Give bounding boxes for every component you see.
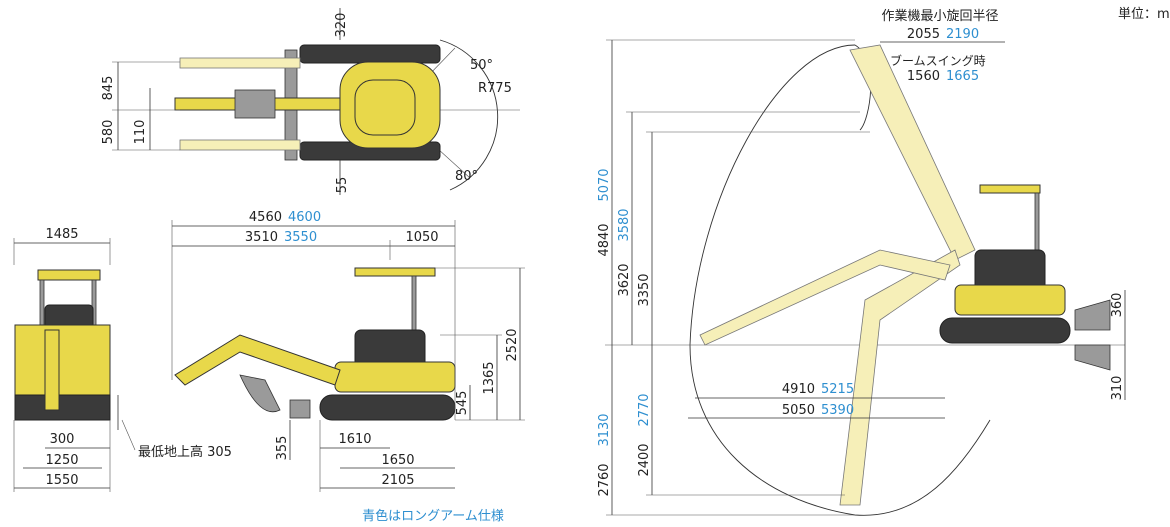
dim-55: 55 (335, 177, 350, 194)
min-swing-title: 作業機最小旋回半径 (881, 8, 998, 24)
side-track (319, 394, 456, 421)
dim-355: 355 (275, 436, 290, 461)
reach-max-std: 5050 (782, 403, 815, 418)
dim-4560: 4560 (249, 210, 282, 225)
dig-depth-std: 2760 (597, 463, 612, 496)
dim-3550: 3550 (284, 230, 317, 245)
reach-envelope (689, 44, 991, 516)
dump-height-long: 3580 (617, 208, 632, 241)
side-canopy (354, 267, 436, 277)
dig-vert-std: 2400 (637, 443, 652, 476)
blade-down: 310 (1110, 376, 1125, 401)
dim-1050: 1050 (405, 230, 438, 245)
range-blade (1074, 299, 1111, 331)
dim-1485: 1485 (45, 227, 78, 242)
front-view: 1485 300 1250 1550 最低地上高 305 (13, 227, 232, 492)
front-canopy (37, 269, 101, 281)
dim-110: 110 (133, 120, 148, 145)
angle-50: 50° (470, 58, 493, 73)
side-upper-body (334, 361, 456, 393)
top-arm-right (179, 139, 301, 151)
min-swing-long: 2190 (946, 27, 979, 42)
top-view: 320 845 580 110 55 50° R775 80° (101, 8, 520, 195)
swing-arc (439, 39, 499, 191)
reach-ground-std: 4910 (782, 382, 815, 397)
dim-1550: 1550 (45, 473, 78, 488)
dim-320: 320 (334, 13, 349, 38)
dim-1250: 1250 (45, 453, 78, 468)
dim-2520: 2520 (505, 328, 520, 361)
min-swing-std: 2055 (907, 27, 940, 42)
top-cab-roof (354, 79, 416, 136)
footnote: 青色はロングアーム仕様 (362, 508, 504, 524)
swing-radius: R775 (478, 81, 512, 96)
range-blade-down (1074, 344, 1111, 371)
range-upper-body (954, 284, 1066, 316)
working-range: 作業機最小旋回半径 2055 2190 ブームスイング時 1560 1665 単… (597, 6, 1170, 516)
top-arm-left (179, 57, 301, 69)
dim-580: 580 (101, 120, 116, 145)
boom-swing-std: 1560 (907, 69, 940, 84)
front-boom (44, 329, 60, 411)
dim-3510: 3510 (245, 230, 278, 245)
reach-ground-long: 5215 (821, 382, 854, 397)
side-view: 4560 4600 3510 3550 1050 2520 1365 545 3… (171, 210, 525, 492)
ground-clearance: 最低地上高 305 (138, 444, 232, 460)
side-boom (174, 334, 341, 386)
dim-3350: 3350 (637, 273, 652, 306)
dim-300: 300 (50, 432, 75, 447)
reach-max-long: 5390 (821, 403, 854, 418)
front-body (14, 324, 111, 398)
range-canopy (979, 184, 1041, 194)
dim-845: 845 (101, 76, 116, 101)
dump-height-std: 3620 (617, 263, 632, 296)
dim-4600: 4600 (288, 210, 321, 225)
max-height-std: 4840 (597, 223, 612, 256)
top-bucket (234, 89, 276, 119)
ghost-arm-reach (699, 249, 951, 346)
boom-swing-long: 1665 (946, 69, 979, 84)
dim-545: 545 (455, 391, 470, 416)
dig-depth-long: 3130 (597, 413, 612, 446)
top-track-upper (299, 44, 441, 64)
range-track (939, 317, 1071, 344)
ghost-arm-top (849, 44, 976, 261)
max-height-long: 5070 (597, 168, 612, 201)
front-tracks (14, 394, 111, 421)
blade-up: 360 (1110, 293, 1125, 318)
side-blade (289, 399, 311, 419)
angle-80: 80° (455, 169, 478, 184)
ghost-arm-down (839, 249, 961, 506)
side-bucket (239, 374, 281, 413)
dim-1365: 1365 (482, 361, 497, 394)
dig-vert-long: 2770 (637, 393, 652, 426)
boom-swing-label: ブームスイング時 (890, 53, 986, 68)
unit-label: 単位：mm (1118, 6, 1170, 22)
dim-1650: 1650 (381, 453, 414, 468)
dim-1610: 1610 (338, 432, 371, 447)
dim-2105: 2105 (381, 473, 414, 488)
